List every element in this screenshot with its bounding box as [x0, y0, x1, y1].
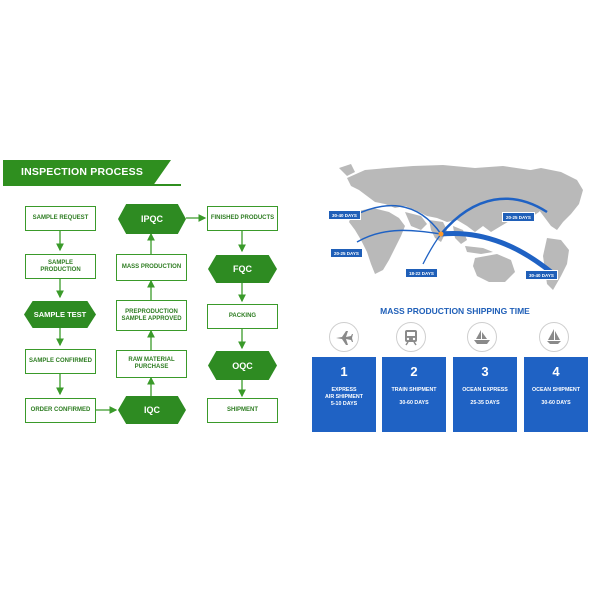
shipping-card-train: 2 TRAIN SHIPMENT 30-60 DAYS — [382, 357, 446, 432]
airplane-icon — [329, 322, 359, 352]
route-label-australia: 18-22 DAYS — [405, 268, 438, 278]
route-south-america — [440, 230, 553, 274]
route-australia — [422, 233, 442, 265]
shipment-box: SHIPMENT — [207, 398, 278, 423]
inspection-process-banner: INSPECTION PROCESS — [3, 160, 171, 184]
preproduction-sample-approved-box: PREPRODUCTION SAMPLE APPROVED — [116, 300, 187, 331]
card-days: 30-60 DAYS — [399, 400, 429, 407]
sailboat-icon — [539, 322, 569, 352]
raw-material-purchase-box: RAW MATERIAL PURCHASE — [116, 350, 187, 378]
card-days: 5-10 DAYS — [330, 401, 358, 408]
route-north-america — [440, 197, 548, 235]
card-method-line2: AIR SHIPMENT — [325, 394, 363, 401]
route-label-north-america: 20-25 DAYS — [502, 212, 535, 222]
card-method: EXPRESS — [331, 387, 357, 393]
world-shipping-map: 30-40 DAYS 20-25 DAYS 20-25 DAYS 18-22 D… — [325, 160, 585, 300]
card-number: 3 — [481, 364, 489, 379]
card-days: 25-35 DAYS — [470, 400, 500, 407]
iqc-diamond: IQC — [118, 396, 186, 424]
shipping-routes — [352, 197, 553, 274]
shipping-card-ocean-shipment: 4 OCEAN SHIPMENT 30-60 DAYS — [524, 357, 588, 432]
card-number: 2 — [410, 364, 418, 379]
card-days: 30-60 DAYS — [541, 400, 571, 407]
card-number: 1 — [340, 364, 348, 379]
ipqc-diamond: IPQC — [118, 204, 186, 234]
shipping-time-title: MASS PRODUCTION SHIPPING TIME — [380, 306, 530, 316]
card-method: OCEAN EXPRESS — [462, 387, 508, 393]
train-icon — [396, 322, 426, 352]
card-method: TRAIN SHIPMENT — [391, 387, 437, 393]
banner-underline — [3, 184, 181, 186]
oqc-diamond: OQC — [208, 351, 277, 380]
sample-production-box: SAMPLE PRODUCTION — [25, 254, 96, 279]
route-label-africa: 20-25 DAYS — [330, 248, 363, 258]
inspection-process-title: INSPECTION PROCESS — [21, 166, 144, 178]
sample-test-diamond: SAMPLE TEST — [24, 301, 96, 328]
card-method: OCEAN SHIPMENT — [532, 387, 580, 393]
route-label-europe: 30-40 DAYS — [328, 210, 361, 220]
card-number: 4 — [552, 364, 560, 379]
shipping-card-air: 1 EXPRESS AIR SHIPMENT 5-10 DAYS — [312, 357, 376, 432]
mass-production-box: MASS PRODUCTION — [116, 254, 187, 281]
origin-point — [438, 231, 444, 237]
fqc-diamond: FQC — [208, 255, 277, 283]
sample-confirmed-box: SAMPLE CONFIRMED — [25, 349, 96, 374]
ship-icon — [467, 322, 497, 352]
packing-box: PACKING — [207, 304, 278, 329]
route-europe — [352, 205, 442, 235]
finished-products-box: FINISHED PRODUCTS — [207, 206, 278, 231]
sample-request-box: SAMPLE REQUEST — [25, 206, 96, 231]
order-confirmed-box: ORDER CONFIRMED — [25, 398, 96, 423]
shipping-card-ocean-express: 3 OCEAN EXPRESS 25-35 DAYS — [453, 357, 517, 432]
route-africa — [356, 229, 442, 243]
route-label-south-america: 30-40 DAYS — [525, 270, 558, 280]
